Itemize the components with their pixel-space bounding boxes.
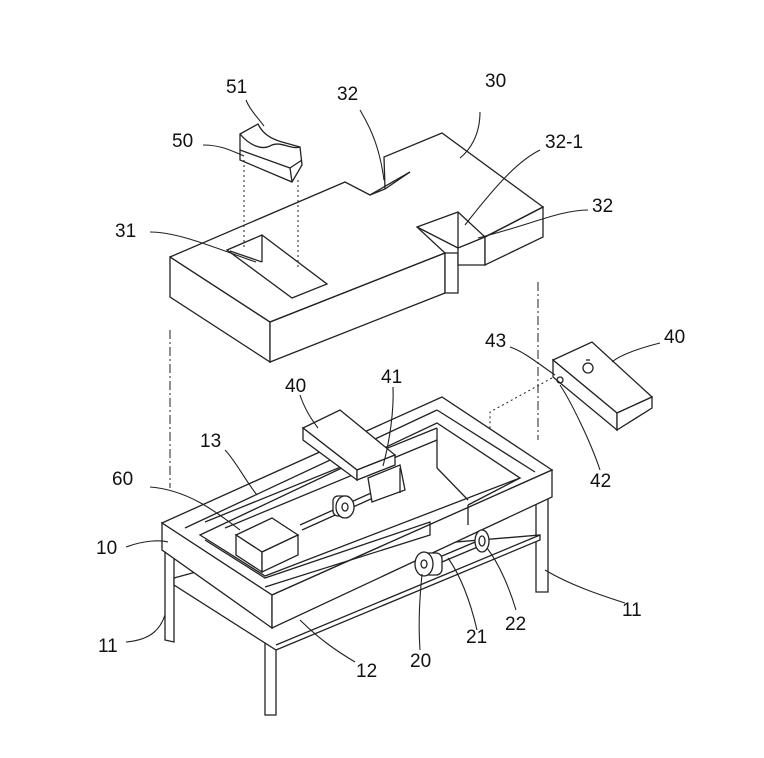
label-31: 31 xyxy=(115,221,136,242)
label-51: 51 xyxy=(226,77,247,98)
label-13: 13 xyxy=(200,431,221,452)
label-40-mid: 40 xyxy=(285,376,306,397)
label-21: 21 xyxy=(466,627,487,648)
cushion-50 xyxy=(239,123,303,183)
box-60 xyxy=(234,517,300,574)
label-50: 50 xyxy=(172,131,193,152)
seat-module-middle xyxy=(301,409,397,482)
label-10: 10 xyxy=(96,538,117,559)
label-12: 12 xyxy=(356,661,377,682)
motor-20 xyxy=(414,529,490,577)
label-32-1: 32-1 xyxy=(545,132,583,153)
label-11-left: 11 xyxy=(98,636,118,657)
leg xyxy=(164,544,175,643)
label-32-right: 32 xyxy=(592,196,613,217)
top-plate xyxy=(169,132,545,364)
label-43: 43 xyxy=(485,331,506,352)
label-41: 41 xyxy=(381,367,402,388)
alignment-line-42 xyxy=(489,377,553,505)
leader-lines xyxy=(125,99,661,663)
seat-module-right xyxy=(551,341,654,432)
reference-labels: 30 32 32-1 32 31 50 51 40 43 42 40 41 13… xyxy=(96,71,685,682)
label-60: 60 xyxy=(112,469,133,490)
label-11-right: 11 xyxy=(622,600,642,621)
label-30: 30 xyxy=(485,71,506,92)
label-20: 20 xyxy=(410,651,431,672)
label-22: 22 xyxy=(505,614,526,635)
label-42: 42 xyxy=(590,471,611,492)
label-40-right: 40 xyxy=(664,327,685,348)
label-32-top: 32 xyxy=(337,84,358,105)
slide-motor xyxy=(299,464,406,531)
